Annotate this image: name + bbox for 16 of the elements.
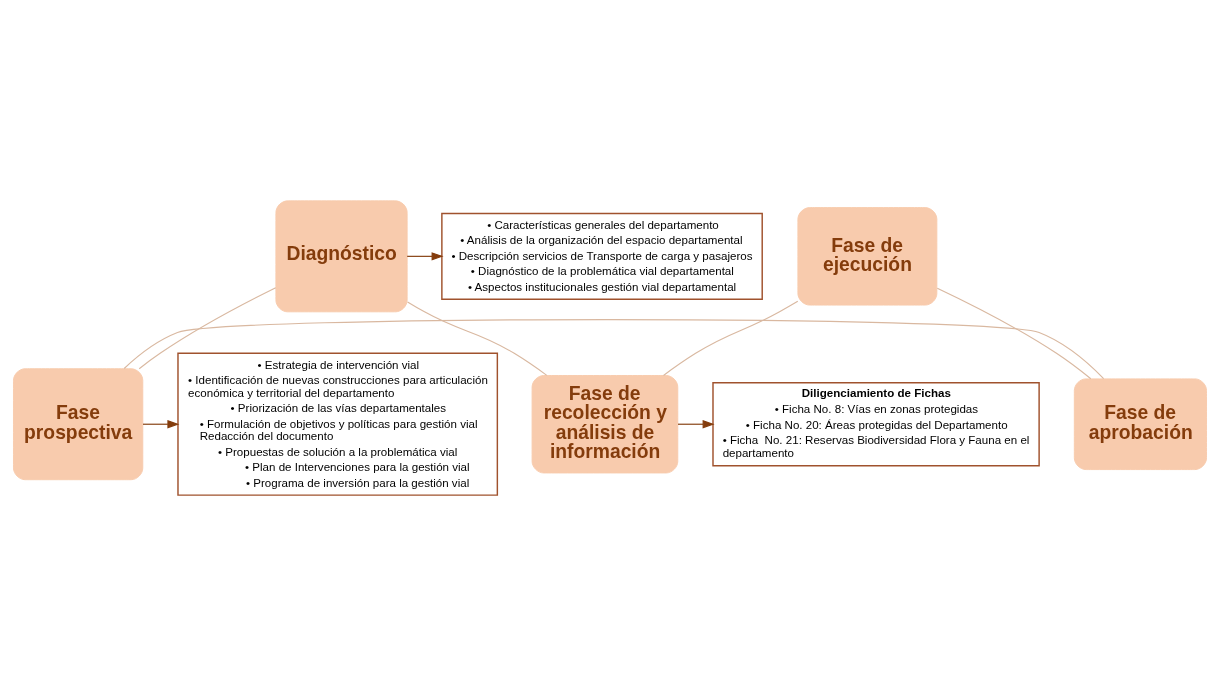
node-box: Fase de ejecución <box>797 207 938 306</box>
connector <box>138 287 277 370</box>
connector <box>662 300 799 376</box>
connector <box>407 301 548 376</box>
arrow <box>142 420 180 429</box>
arrow <box>406 252 444 261</box>
connector <box>123 319 1105 380</box>
node-box: Diligenciamiento de Fichas • Ficha No. 8: Vías en zonas protegidas • Ficha No. 20: Áreas protegidas del Departamento • Ficha No. 21: Reservas Biodiversidad Flora y Fauna en el departamento <box>712 382 1040 467</box>
node-box: Fase de recolección y análisis de información <box>531 375 679 474</box>
node-box: • Estrategia de intervención vial • Identificación de nuevas construcciones para articulación económica y territorial del departamento • Priorización de las vías departamentales • Formulación de objetivos y políticas para gestión vial Redacción del documento • Propuestas de solución a la problemática vial • Plan de Intervenciones para la gestión vial • Programa de inversión para la gestión vial <box>177 352 499 496</box>
arrow <box>677 420 715 429</box>
node-box: Fase de aprobación <box>1073 378 1207 471</box>
node-box: • Características generales del departamento • Análisis de la organización del espacio departamental • Descripción servicios de Transporte de carga y pasajeros • Diagnóstico de la problemática vial departamental • Aspectos institucionales gestión vial departamental <box>441 212 763 300</box>
connector <box>936 287 1092 380</box>
node-box: Fase prospectiva <box>13 368 144 481</box>
node-box: Diagnóstico <box>275 200 408 313</box>
